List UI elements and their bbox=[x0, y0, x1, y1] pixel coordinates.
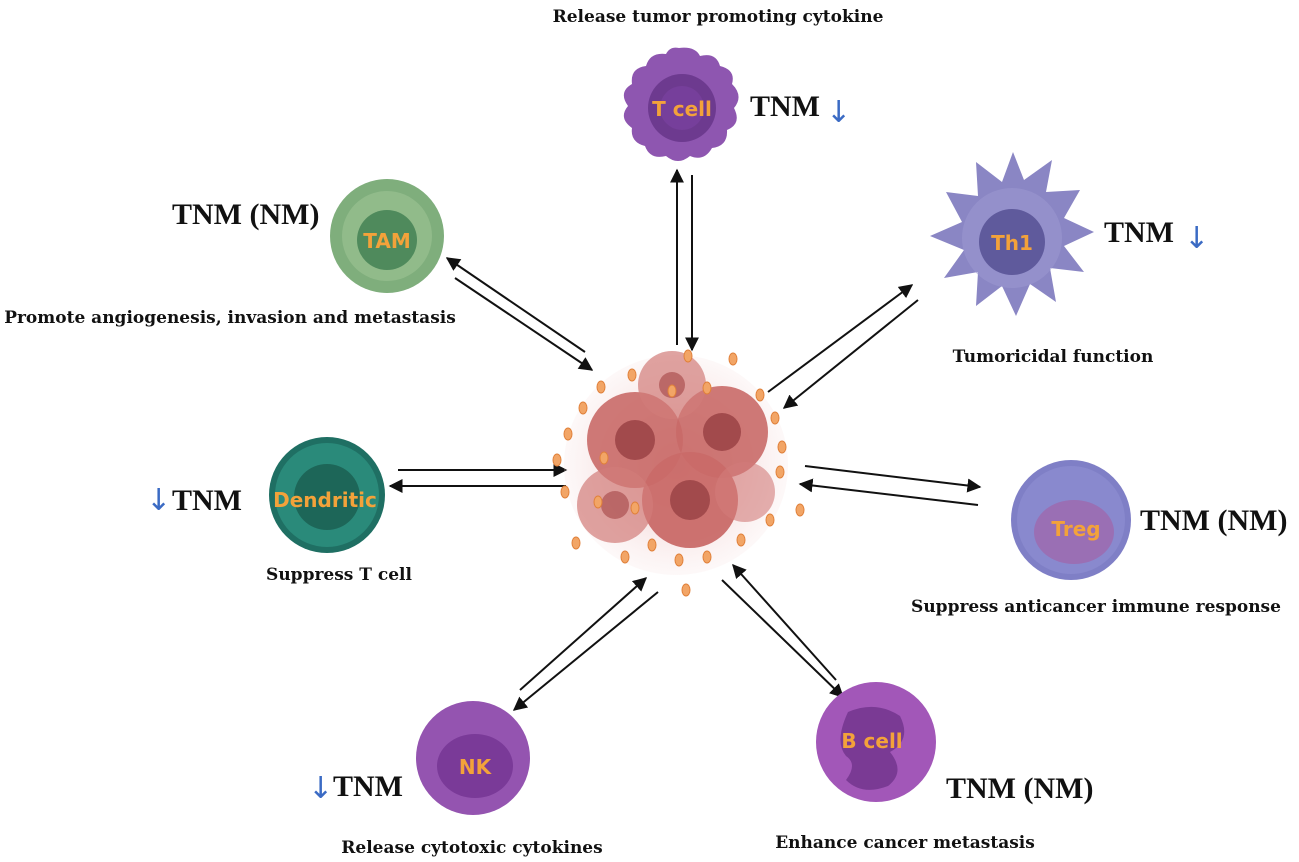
tam-label: TAM bbox=[363, 229, 410, 253]
dendritic-caption: Suppress T cell bbox=[266, 565, 412, 585]
tumor-cluster bbox=[552, 349, 805, 597]
tcell-trend-arrow-icon: ↓ bbox=[826, 95, 851, 130]
nk-group: ↓ TNM NK Release cytotoxic cytokines bbox=[308, 701, 603, 858]
bcell-label: B cell bbox=[841, 729, 902, 753]
nk-trend-arrow-icon: ↓ bbox=[308, 771, 333, 806]
th1-group: Th1 TNM ↓ Tumoricidal function bbox=[930, 152, 1209, 367]
arrow-nk-to-tumor bbox=[519, 577, 648, 691]
dendritic-trend-arrow-icon: ↓ bbox=[146, 483, 171, 518]
tcell-icon bbox=[623, 47, 739, 161]
th1-icon bbox=[930, 152, 1094, 316]
arrow-bcell-to-tumor bbox=[732, 563, 837, 681]
tumor-cell-icon bbox=[577, 351, 775, 548]
tam-tnm: TNM (NM) bbox=[172, 198, 319, 231]
arrow-treg-to-tumor bbox=[798, 478, 979, 506]
treg-caption: Suppress anticancer immune response bbox=[911, 597, 1281, 617]
th1-trend-arrow-icon: ↓ bbox=[1184, 221, 1209, 256]
dendritic-group: ↓ TNM Dendritic Suppress T cell bbox=[146, 437, 412, 585]
arrow-tumor-to-bcell bbox=[721, 579, 845, 698]
treg-icon bbox=[1011, 460, 1131, 580]
arrow-th1-to-tumor bbox=[782, 299, 919, 409]
bcell-icon bbox=[816, 682, 936, 802]
nk-icon bbox=[416, 701, 530, 815]
nk-caption: Release cytotoxic cytokines bbox=[341, 838, 602, 858]
tam-caption: Promote angiogenesis, invasion and metas… bbox=[4, 308, 456, 328]
bcell-group: B cell TNM (NM) Enhance cancer metastasi… bbox=[775, 682, 1093, 853]
tam-icon bbox=[330, 179, 444, 293]
th1-tnm: TNM bbox=[1104, 216, 1174, 249]
tcell-label: T cell bbox=[652, 97, 712, 121]
bcell-caption: Enhance cancer metastasis bbox=[775, 833, 1035, 853]
treg-label: Treg bbox=[1051, 517, 1100, 541]
dendritic-label: Dendritic bbox=[273, 488, 377, 512]
tam-group: TNM (NM) TAM Promote angiogenesis, invas… bbox=[4, 179, 456, 328]
tcell-caption: Release tumor promoting cytokine bbox=[553, 7, 884, 27]
interaction-arrows bbox=[388, 168, 982, 711]
nk-label: NK bbox=[459, 755, 493, 779]
arrow-tumor-to-th1 bbox=[767, 284, 914, 393]
arrow-tumor-to-treg bbox=[804, 465, 982, 493]
treg-group: Treg TNM (NM) Suppress anticancer immune… bbox=[911, 460, 1287, 617]
tcell-group: Release tumor promoting cytokine T cell … bbox=[553, 7, 884, 161]
treg-tnm: TNM (NM) bbox=[1140, 504, 1287, 537]
th1-label: Th1 bbox=[991, 231, 1033, 255]
arrow-tumor-to-tam bbox=[445, 257, 586, 353]
arrow-tam-to-tumor bbox=[454, 277, 594, 371]
arrow-tumor-to-nk bbox=[512, 591, 659, 711]
cytokine-dots bbox=[552, 349, 805, 597]
dendritic-icon bbox=[269, 437, 385, 553]
bcell-tnm: TNM (NM) bbox=[946, 772, 1093, 805]
tcell-tnm: TNM bbox=[750, 90, 820, 123]
nk-tnm: TNM bbox=[333, 770, 403, 803]
dendritic-tnm: TNM bbox=[172, 484, 242, 517]
th1-caption: Tumoricidal function bbox=[953, 347, 1154, 367]
